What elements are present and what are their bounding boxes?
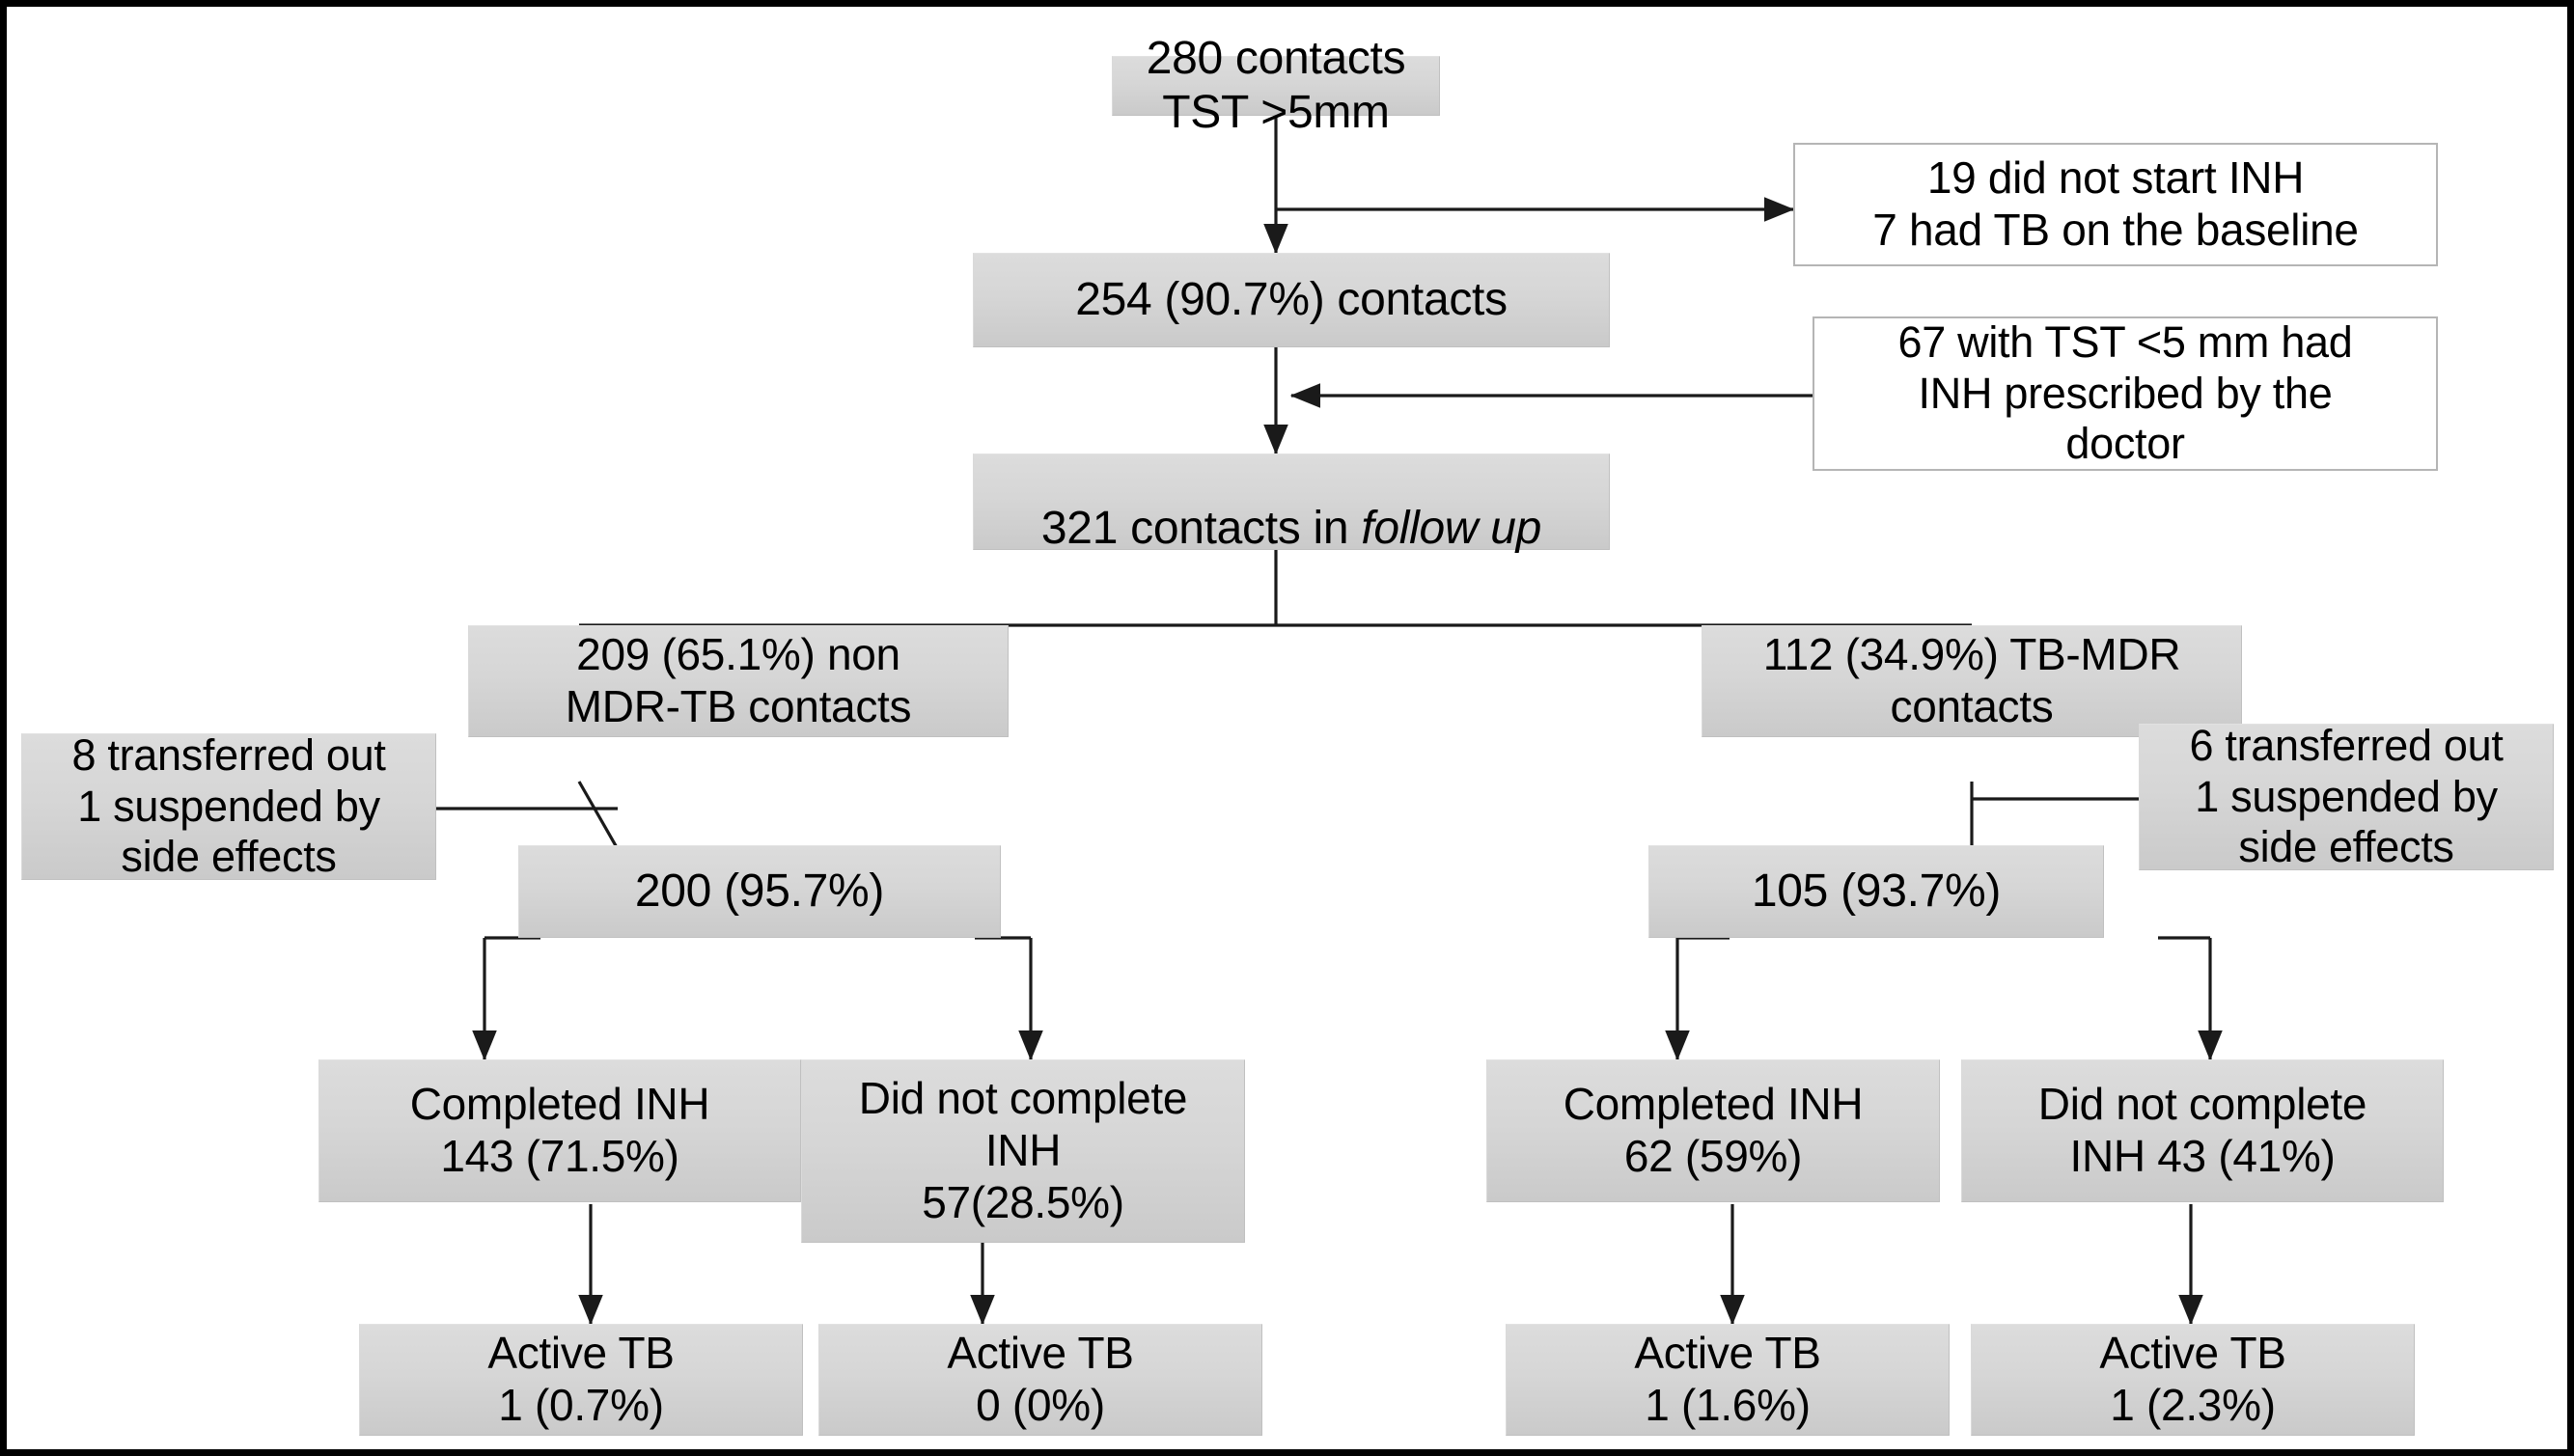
node-in-follow-up: 321 contacts in follow up <box>973 453 1610 554</box>
node-in-follow-up-prefix: 321 contacts in <box>1040 503 1362 554</box>
node-non-mdr-contacts-label: 209 (65.1%) non MDR-TB contacts <box>565 629 912 731</box>
node-active-tb-4-label: Active TB 1 (2.3%) <box>2099 1328 2286 1430</box>
node-left-not-completed-inh-label: Did not complete INH 57(28.5%) <box>858 1073 1188 1227</box>
node-left-retained-label: 200 (95.7%) <box>634 865 885 917</box>
node-added-tst-under5-label: 67 with TST <5 mm had INH prescribed by … <box>1897 317 2353 469</box>
node-in-follow-up-emphasis: follow up <box>1361 503 1542 554</box>
node-active-tb-1-label: Active TB 1 (0.7%) <box>487 1328 675 1430</box>
node-in-follow-up-label: 321 contacts in follow up <box>974 448 1609 556</box>
node-right-losses: 6 transferred out 1 suspended by side ef… <box>2139 721 2554 872</box>
node-active-tb-3-label: Active TB 1 (1.6%) <box>1634 1328 1821 1430</box>
node-active-tb-3: Active TB 1 (1.6%) <box>1506 1324 1950 1436</box>
node-left-losses: 8 transferred out 1 suspended by side ef… <box>21 730 436 882</box>
node-active-tb-2: Active TB 0 (0%) <box>818 1324 1262 1436</box>
node-started-inh: 254 (90.7%) contacts <box>973 253 1610 347</box>
node-active-tb-2-label: Active TB 0 (0%) <box>947 1328 1134 1430</box>
node-right-retained-label: 105 (93.7%) <box>1751 865 2002 917</box>
node-excluded-contacts: 19 did not start INH 7 had TB on the bas… <box>1793 143 2438 266</box>
node-active-tb-4: Active TB 1 (2.3%) <box>1971 1324 2415 1436</box>
node-total-contacts-label: 280 contacts TST >5mm <box>1146 32 1406 138</box>
node-total-contacts: 280 contacts TST >5mm <box>1112 33 1440 138</box>
node-mdr-contacts: 112 (34.9%) TB-MDR contacts <box>1702 625 2242 737</box>
node-right-not-completed-inh: Did not complete INH 43 (41%) <box>1961 1059 2444 1202</box>
node-left-completed-inh: Completed INH 143 (71.5%) <box>318 1059 801 1202</box>
node-right-not-completed-inh-label: Did not complete INH 43 (41%) <box>2037 1079 2367 1181</box>
node-left-completed-inh-label: Completed INH 143 (71.5%) <box>409 1079 710 1181</box>
node-right-completed-inh-label: Completed INH 62 (59%) <box>1563 1079 1864 1181</box>
node-right-losses-label: 6 transferred out 1 suspended by side ef… <box>2189 721 2504 872</box>
node-excluded-contacts-label: 19 did not start INH 7 had TB on the bas… <box>1872 152 2359 255</box>
node-active-tb-1: Active TB 1 (0.7%) <box>359 1324 803 1436</box>
node-right-retained: 105 (93.7%) <box>1648 845 2104 938</box>
node-left-losses-label: 8 transferred out 1 suspended by side ef… <box>71 730 386 882</box>
node-left-not-completed-inh: Did not complete INH 57(28.5%) <box>801 1059 1245 1243</box>
node-added-tst-under5: 67 with TST <5 mm had INH prescribed by … <box>1813 316 2438 471</box>
node-started-inh-label: 254 (90.7%) contacts <box>1075 273 1508 325</box>
node-right-completed-inh: Completed INH 62 (59%) <box>1486 1059 1940 1202</box>
node-non-mdr-contacts: 209 (65.1%) non MDR-TB contacts <box>468 625 1009 737</box>
node-left-retained: 200 (95.7%) <box>518 845 1001 938</box>
node-mdr-contacts-label: 112 (34.9%) TB-MDR contacts <box>1762 629 2181 731</box>
